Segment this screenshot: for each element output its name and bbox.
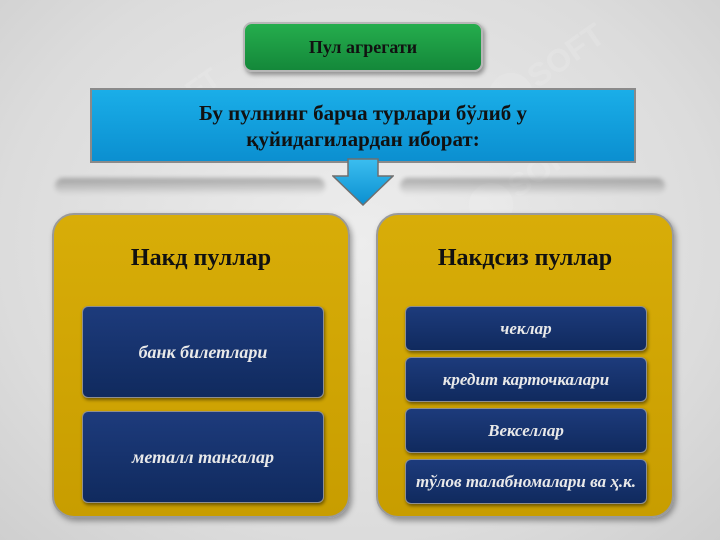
subtitle-text: Бу пулнинг барча турлари бўлиб у қуйидаг…	[199, 100, 527, 151]
subtitle-banner: Бу пулнинг барча турлари бўлиб у қуйидаг…	[90, 88, 636, 163]
banner-shadow	[55, 178, 325, 194]
banner-shadow	[400, 178, 665, 194]
down-arrow-icon	[332, 158, 394, 206]
cash-item-banknotes: банк билетлари	[82, 306, 324, 398]
noncash-money-heading: Накдсиз пуллар	[437, 245, 613, 271]
noncash-money-panel: Накдсиз пуллар чеклар кредит карточкалар…	[376, 213, 674, 518]
cash-money-heading: Накд пуллар	[130, 245, 272, 271]
page-title: Пул агрегати	[243, 22, 483, 72]
noncash-item-payment-requests: тўлов талабномалари ва ҳ.к.	[405, 459, 647, 504]
noncash-item-credit-cards: кредит карточкалари	[405, 357, 647, 402]
cash-money-panel: Накд пуллар банк билетлари металл тангал…	[52, 213, 350, 518]
noncash-item-cheques: чеклар	[405, 306, 647, 351]
noncash-item-bills-of-exchange: Векселлар	[405, 408, 647, 453]
cash-item-coins: металл тангалар	[82, 411, 324, 503]
